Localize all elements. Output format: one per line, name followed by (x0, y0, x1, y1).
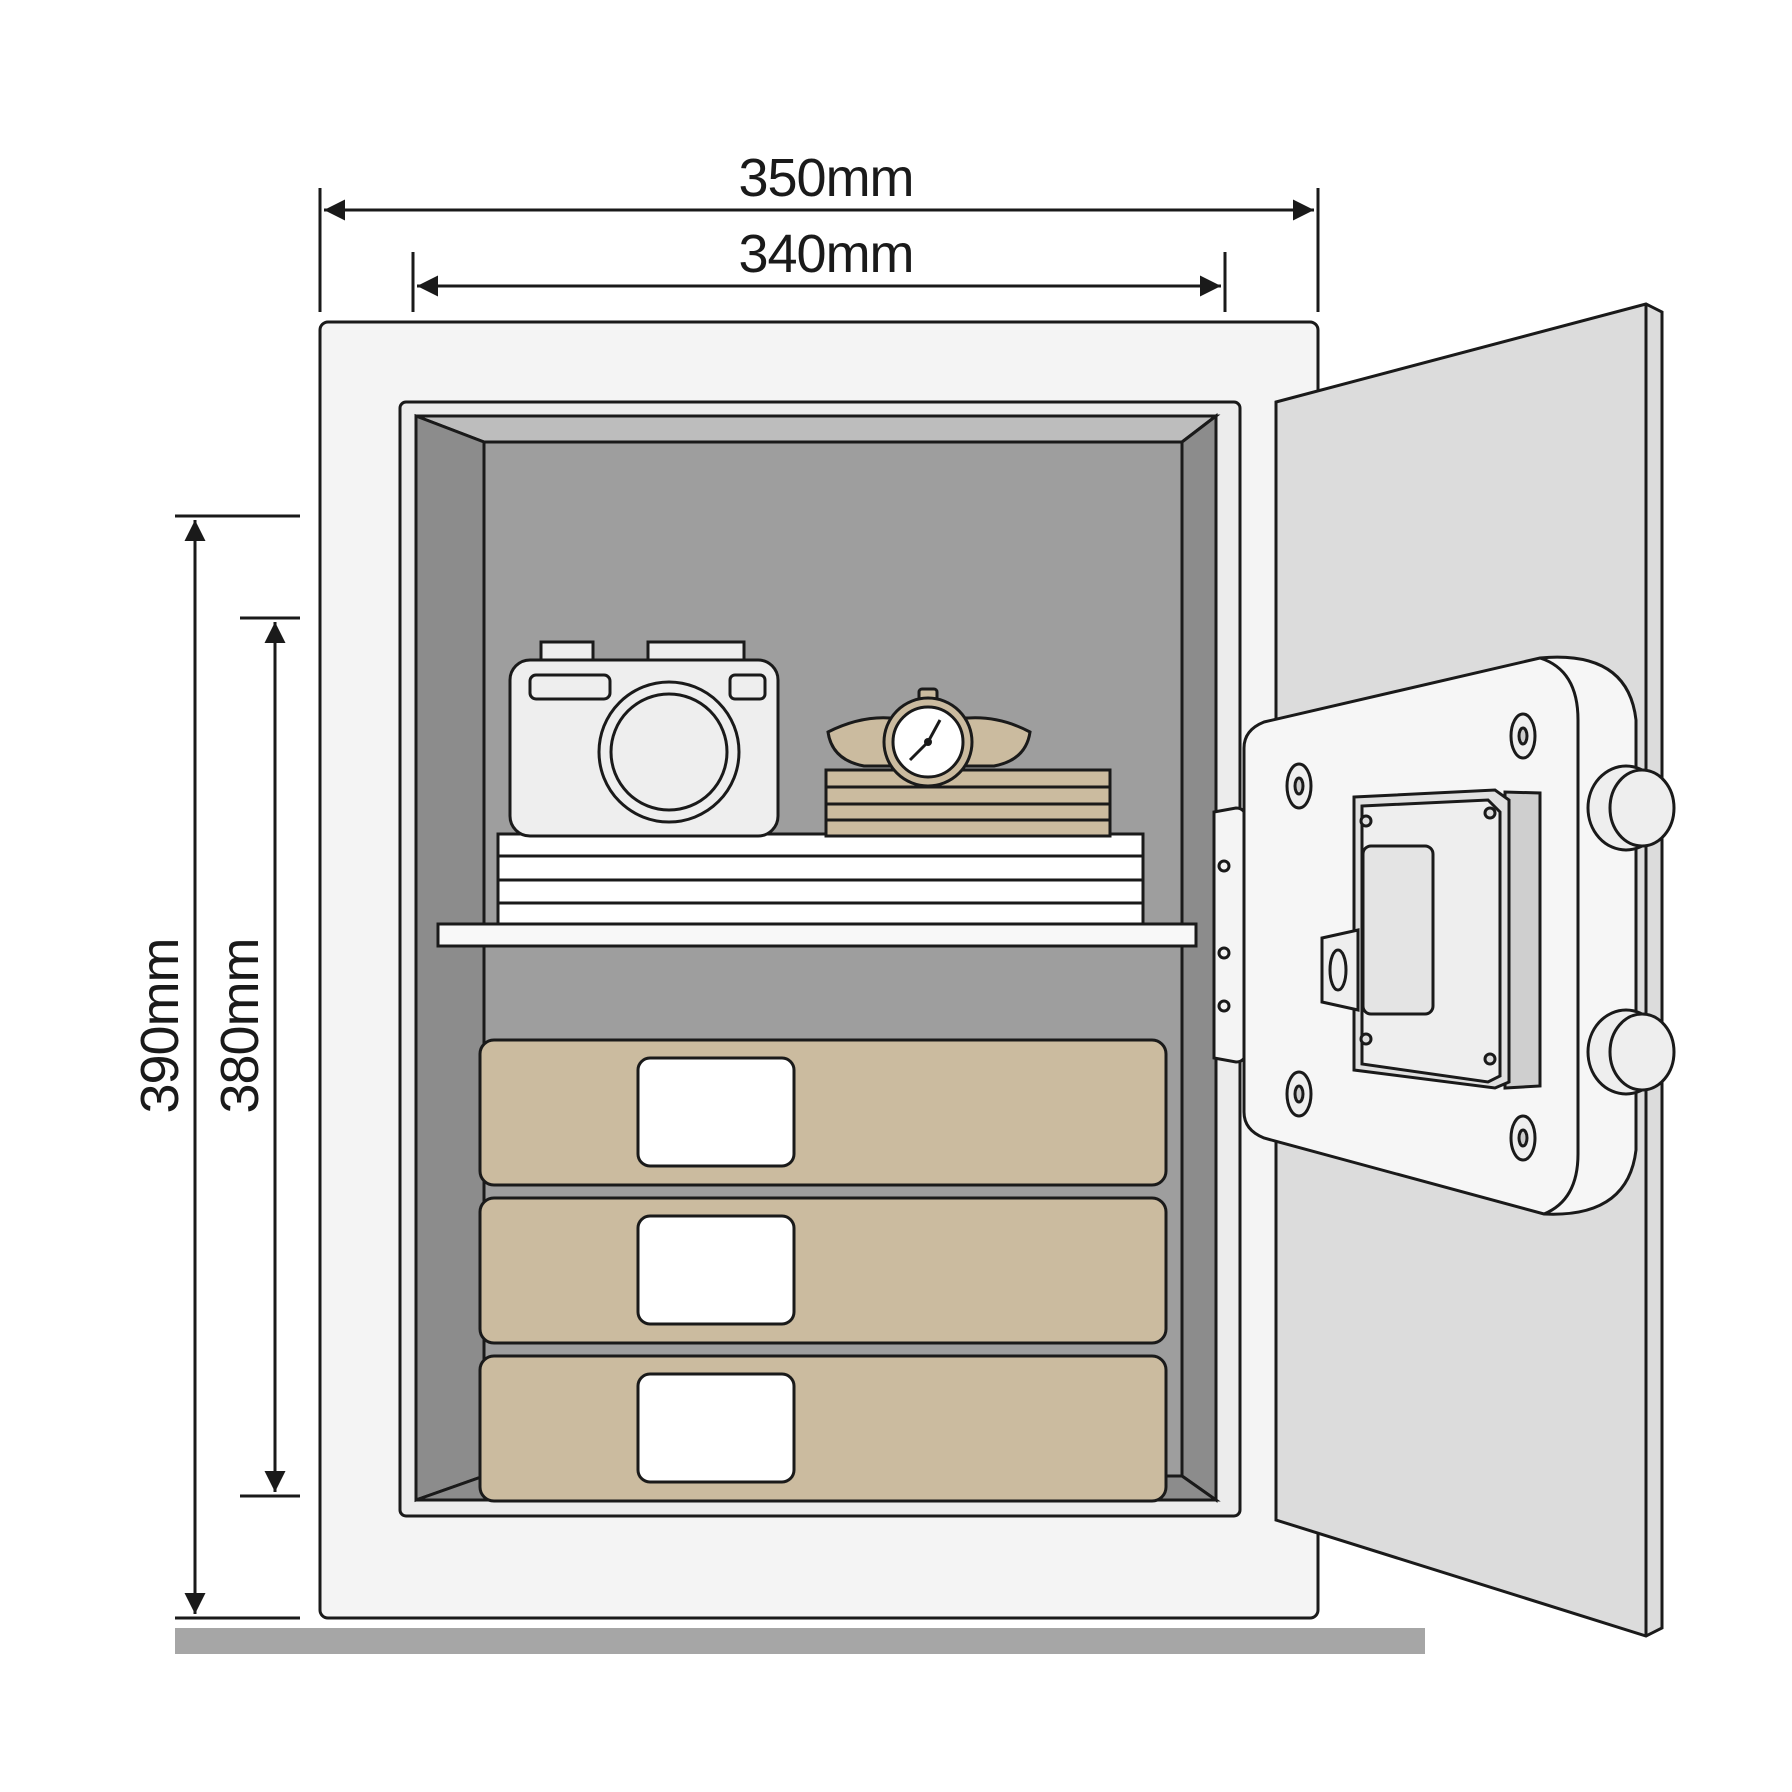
screw-icon (1285, 762, 1313, 810)
folder (478, 1038, 1168, 1187)
folder-label (636, 1214, 796, 1326)
height-dimension-outer: 390mm (130, 514, 300, 1620)
lock-panel (1242, 655, 1638, 1216)
camera-icon (508, 640, 780, 838)
locking-bolt-icon (1586, 764, 1676, 852)
book-stack (824, 768, 1112, 838)
locking-bolt-icon (1586, 1008, 1676, 1096)
watch-icon (826, 687, 1032, 788)
safe-cabinet (318, 320, 1320, 1620)
outer-width-label: 350mm (738, 148, 913, 208)
hinge-icon (1212, 806, 1248, 1064)
folder-label (636, 1056, 796, 1168)
safe-door (1212, 302, 1676, 1638)
inner-width-label: 340mm (738, 224, 913, 284)
folder-stack (478, 1038, 1168, 1503)
screw-icon (1509, 1114, 1537, 1162)
keyhole-icon (1320, 928, 1360, 1012)
width-dimension-outer: 350mm (318, 148, 1320, 312)
inner-height-label: 380mm (210, 938, 270, 1113)
paper-stack (496, 832, 1145, 926)
floor-line (175, 1628, 1425, 1654)
display-screen (1361, 844, 1435, 1016)
folder (478, 1354, 1168, 1503)
folder (478, 1196, 1168, 1345)
height-dimension-inner: 380mm (210, 616, 300, 1498)
outer-height-label: 390mm (130, 938, 190, 1113)
keypad-module (1352, 788, 1542, 1090)
shelf (436, 922, 1198, 948)
width-dimension-inner: 340mm (411, 224, 1227, 312)
screw-icon (1285, 1070, 1313, 1118)
screw-icon (1509, 712, 1537, 760)
folder-label (636, 1372, 796, 1484)
